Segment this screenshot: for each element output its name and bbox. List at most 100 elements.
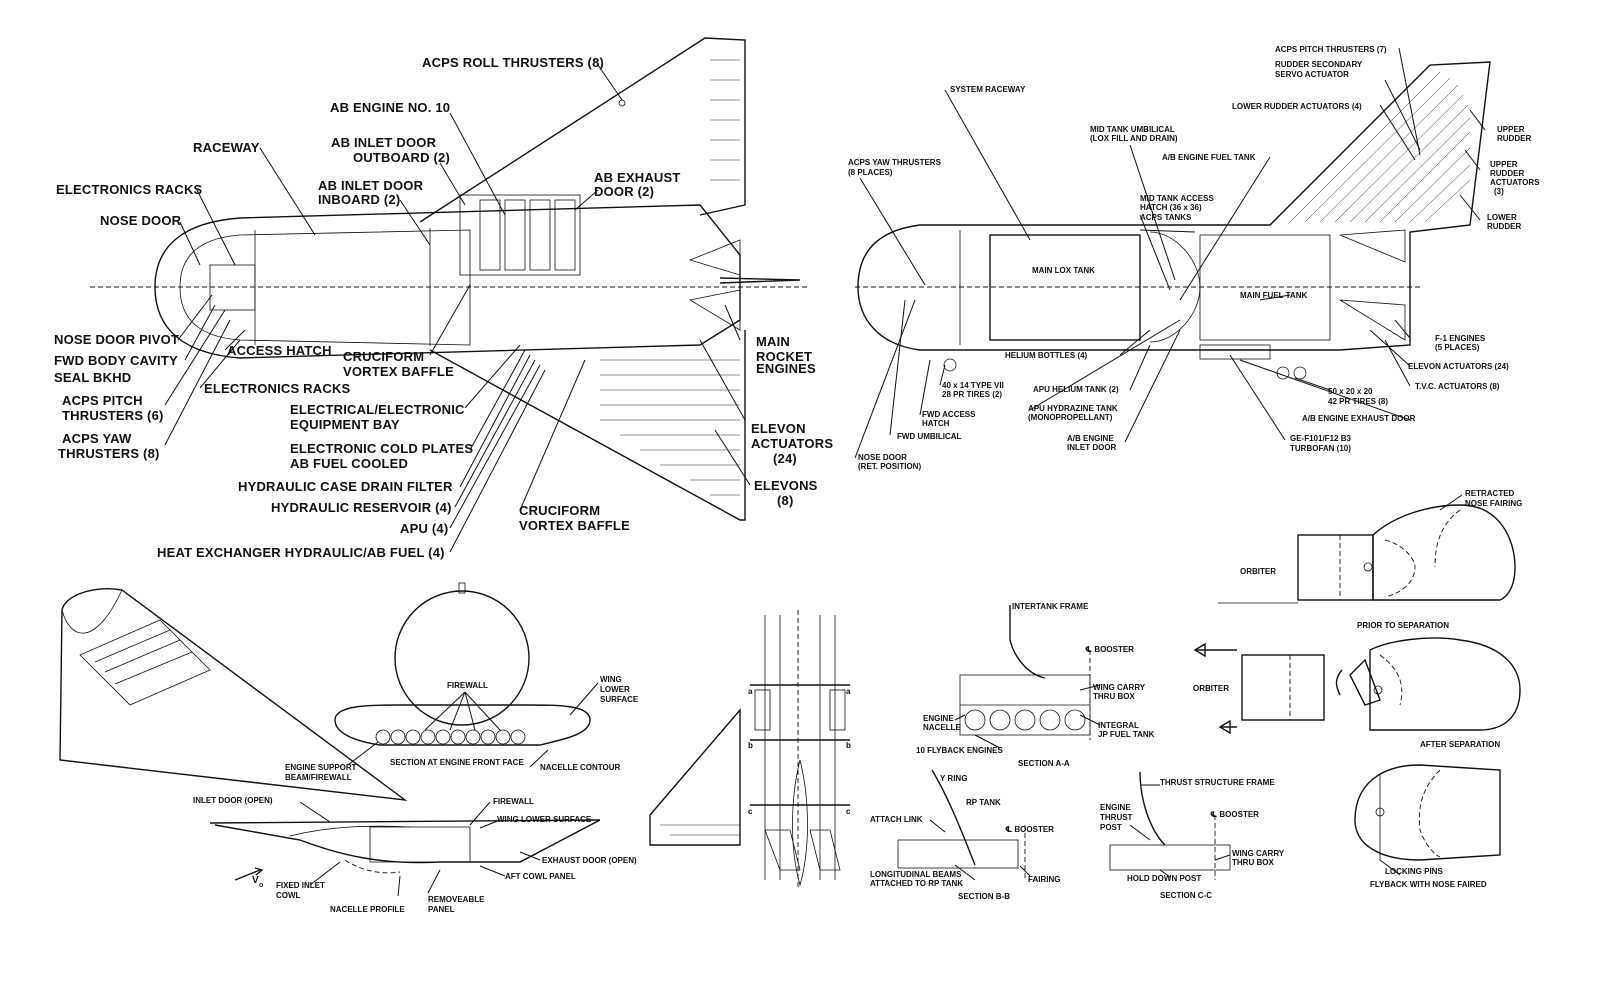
label-hatch-36: HATCH (36 x 36) bbox=[1140, 203, 1202, 212]
label-section-c-c: SECTION C-C bbox=[1160, 891, 1212, 900]
label-mid-tank-umbilical: MID TANK UMBILICAL bbox=[1090, 125, 1175, 134]
label-mid-tank-access: MID TANK ACCESS bbox=[1140, 194, 1214, 203]
label-equipment-bay: EQUIPMENT BAY bbox=[290, 417, 400, 432]
label-rudder-secondary: RUDDER SECONDARY bbox=[1275, 60, 1363, 69]
label-tvc-actuators: T.V.C. ACTUATORS (8) bbox=[1415, 382, 1500, 391]
label-main-fuel-tank: MAIN FUEL TANK bbox=[1240, 291, 1307, 300]
label-beam-firewall: BEAM/FIREWALL bbox=[285, 773, 352, 782]
label-thrust-structure-frame: THRUST STRUCTURE FRAME bbox=[1160, 778, 1275, 787]
label-f1-engines: F-1 ENGINES bbox=[1435, 334, 1486, 343]
aft-detail-drawing bbox=[649, 610, 850, 890]
label-cruciform-2: CRUCIFORM bbox=[519, 503, 600, 518]
label-servo-actuator: SERVO ACTUATOR bbox=[1275, 70, 1349, 79]
label-monopropellant: (MONOPROPELLANT) bbox=[1028, 413, 1113, 422]
label-acps-yaw-thrusters: ACPS YAW THRUSTERS bbox=[848, 158, 942, 167]
label-retracted: RETRACTED bbox=[1465, 489, 1515, 498]
label-ab-exhaust-door: AB EXHAUST bbox=[594, 170, 681, 185]
label-jp-fuel-tank: JP FUEL TANK bbox=[1098, 730, 1155, 739]
label-section-b-left: b bbox=[748, 741, 753, 750]
label-wing: WING bbox=[600, 675, 622, 684]
label-firewall: FIREWALL bbox=[447, 681, 488, 690]
label-fwd-body-cavity: FWD BODY CAVITY bbox=[54, 353, 178, 368]
label-y-ring: Y RING bbox=[940, 774, 967, 783]
label-heat-exchanger: HEAT EXCHANGER HYDRAULIC/AB FUEL (4) bbox=[157, 545, 445, 560]
label-hold-down-post: HOLD DOWN POST bbox=[1127, 874, 1201, 883]
label-upper-rudder-act-2: RUDDER bbox=[1490, 169, 1524, 178]
label-thru-box-a: THRU BOX bbox=[1093, 692, 1135, 701]
label-main: MAIN bbox=[756, 334, 790, 349]
label-electronics-racks-bottom: ELECTRONICS RACKS bbox=[204, 381, 351, 396]
plan-view-drawing bbox=[90, 37, 810, 521]
label-attached-to-rp-tank: ATTACHED TO RP TANK bbox=[870, 879, 963, 888]
label-vortex-baffle-1: VORTEX BAFFLE bbox=[343, 364, 454, 379]
label-vortex-baffle-2: VORTEX BAFFLE bbox=[519, 518, 630, 533]
label-helium-bottles: HELIUM BOTTLES (4) bbox=[1005, 351, 1088, 360]
label-wing-lower-surface: WING LOWER SURFACE bbox=[497, 815, 592, 824]
label-electronics-racks-top: ELECTRONICS RACKS bbox=[56, 182, 203, 197]
label-nose-door: NOSE DOOR bbox=[100, 213, 182, 228]
label-upper-rudder-act-4: (3) bbox=[1494, 187, 1504, 196]
label-elevon-actuators-24: ELEVON ACTUATORS (24) bbox=[1408, 362, 1509, 371]
label-firewall-2: FIREWALL bbox=[493, 797, 534, 806]
label-elevon: ELEVON bbox=[751, 421, 806, 436]
label-ab-engine-exhaust-door: A/B ENGINE EXHAUST DOOR bbox=[1302, 414, 1416, 423]
label-engine-c: ENGINE bbox=[1100, 803, 1131, 812]
label-flyback-with-nose-faired: FLYBACK WITH NOSE FAIRED bbox=[1370, 880, 1487, 889]
label-apu-hydrazine-tank: APU HYDRAZINE TANK bbox=[1028, 404, 1118, 413]
label-wing-carry-a: WING CARRY bbox=[1093, 683, 1146, 692]
label-section-b-b: SECTION B-B bbox=[958, 892, 1010, 901]
label-actuators-count: (24) bbox=[773, 451, 797, 466]
label-integral: INTEGRAL bbox=[1098, 721, 1139, 730]
label-actuators: ACTUATORS bbox=[751, 436, 833, 451]
label-upper-rudder-act-3: ACTUATORS bbox=[1490, 178, 1540, 187]
label-cruciform-1: CRUCIFORM bbox=[343, 349, 424, 364]
label-orbiter-prior: ORBITER bbox=[1240, 567, 1276, 576]
label-cl-booster-b: ℄ BOOSTER bbox=[1005, 825, 1054, 834]
label-ret-position: (RET. POSITION) bbox=[858, 462, 921, 471]
side-view-labels: ACPS PITCH THRUSTERS (7) RUDDER SECONDAR… bbox=[848, 45, 1540, 471]
label-upper-rudder-act-1: UPPER bbox=[1490, 160, 1518, 169]
label-hydraulic-reservoir: HYDRAULIC RESERVOIR (4) bbox=[271, 500, 452, 515]
label-engines: ENGINES bbox=[756, 361, 816, 376]
label-section-a-a: SECTION A-A bbox=[1018, 759, 1070, 768]
label-locking-pins: LOCKING PINS bbox=[1385, 867, 1443, 876]
label-panel: PANEL bbox=[428, 905, 455, 914]
label-acps-roll-thrusters: ACPS ROLL THRUSTERS (8) bbox=[422, 55, 604, 70]
label-engine-support: ENGINE SUPPORT bbox=[285, 763, 357, 772]
label-post-c: POST bbox=[1100, 823, 1122, 832]
label-section-c-left: c bbox=[748, 807, 753, 816]
label-fwd-umbilical: FWD UMBILICAL bbox=[897, 432, 962, 441]
label-ge-f101: GE-F101/F12 B3 bbox=[1290, 434, 1351, 443]
label-access-hatch: ACCESS HATCH bbox=[227, 343, 332, 358]
label-ab-engine-fuel-tank: A/B ENGINE FUEL TANK bbox=[1162, 153, 1256, 162]
label-acps-yaw: ACPS YAW bbox=[62, 431, 132, 446]
nacelle-section-drawing bbox=[334, 582, 599, 768]
label-cl-booster-c: ℄ BOOSTER bbox=[1210, 810, 1259, 819]
label-lower-rudder-2: RUDDER bbox=[1487, 222, 1521, 231]
label-nose-fairing: NOSE FAIRING bbox=[1465, 499, 1522, 508]
label-ab-engine-no-10: AB ENGINE NO. 10 bbox=[330, 100, 450, 115]
label-v: V bbox=[252, 875, 259, 886]
label-acps-tanks: ACPS TANKS bbox=[1140, 213, 1192, 222]
label-ab-exhaust-door-2: DOOR (2) bbox=[594, 184, 654, 199]
label-intertank-frame: INTERTANK FRAME bbox=[1012, 602, 1089, 611]
label-prior-to-separation: PRIOR TO SEPARATION bbox=[1357, 621, 1449, 630]
label-tires-50x20: 50 x 20 x 20 bbox=[1328, 387, 1373, 396]
label-seal-bkhd: SEAL BKHD bbox=[54, 370, 131, 385]
label-section-b-right: b bbox=[846, 741, 851, 750]
label-inlet-door: INLET DOOR bbox=[1067, 443, 1117, 452]
nacelle-labels: FIREWALL WING LOWER SURFACE ENGINE SUPPO… bbox=[193, 675, 639, 914]
label-section-c-right: c bbox=[846, 807, 851, 816]
wing-isometric-drawing bbox=[59, 588, 408, 801]
label-orbiter-after: ORBITER bbox=[1193, 684, 1229, 693]
label-nose-door-ret: NOSE DOOR bbox=[858, 453, 907, 462]
label-apu: APU (4) bbox=[400, 521, 448, 536]
label-nacelle-a: NACELLE bbox=[923, 723, 961, 732]
label-cowl: COWL bbox=[276, 891, 301, 900]
label-tires-42pr: 42 PR TIRES (8) bbox=[1328, 397, 1388, 406]
label-lower-rudder-1: LOWER bbox=[1487, 213, 1517, 222]
label-ab-fuel-cooled: AB FUEL COOLED bbox=[290, 456, 408, 471]
label-inlet-door-open: INLET DOOR (OPEN) bbox=[193, 796, 273, 805]
label-section-a-left: a bbox=[748, 687, 753, 696]
